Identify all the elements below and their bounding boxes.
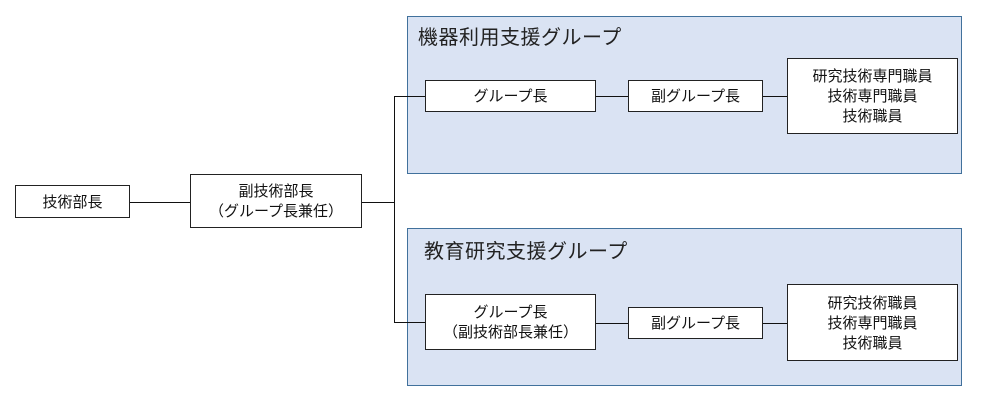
group-title-equipment-support: 機器利用支援グループ — [418, 25, 622, 49]
node-group2-leader-line2: （副技術部長兼任） — [442, 323, 578, 341]
node-deputy-line2: （グループ長兼任） — [208, 202, 344, 220]
node-group2-staff-3: 技術職員 — [842, 333, 903, 352]
node-group1-staff-1: 研究技術専門職員 — [812, 67, 933, 85]
node-group1-leader: グループ長 — [425, 80, 596, 112]
node-head: 技術部長 — [15, 185, 130, 218]
node-group1-sub-leader: 副グループ長 — [628, 80, 763, 112]
node-group2-staff-1: 研究技術職員 — [827, 293, 918, 312]
node-deputy: 副技術部長 （グループ長兼任） — [190, 174, 362, 228]
node-group1-staff-3: 技術職員 — [842, 107, 903, 125]
connector-trunk-to-group1-leader — [394, 96, 425, 97]
node-group1-staff-2: 技術専門職員 — [827, 87, 918, 105]
connector-group1-leader-to-sub — [596, 96, 628, 97]
node-group2-sub-leader-label: 副グループ長 — [650, 314, 741, 332]
connector-trunk-to-group2-leader — [394, 322, 425, 323]
connector-deputy-to-trunk — [362, 202, 394, 203]
node-head-label: 技術部長 — [42, 192, 103, 211]
node-deputy-line1: 副技術部長 — [238, 182, 314, 200]
connector-group2-sub-to-staff — [763, 323, 787, 324]
connector-group1-sub-to-staff — [763, 96, 787, 97]
node-group1-leader-line1: グループ長 — [473, 87, 548, 105]
connector-group2-leader-to-sub — [596, 323, 628, 324]
node-group2-staff: 研究技術職員 技術専門職員 技術職員 — [787, 284, 958, 361]
connector-trunk-vertical — [394, 96, 395, 322]
node-group2-leader-line1: グループ長 — [473, 303, 548, 321]
group-title-education-research-support: 教育研究支援グループ — [424, 239, 628, 263]
node-group2-staff-2: 技術専門職員 — [827, 313, 918, 332]
node-group1-staff: 研究技術専門職員 技術専門職員 技術職員 — [787, 58, 958, 134]
node-group2-sub-leader: 副グループ長 — [628, 307, 763, 339]
node-group1-sub-leader-label: 副グループ長 — [650, 87, 741, 105]
node-group2-leader: グループ長 （副技術部長兼任） — [425, 294, 596, 350]
connector-head-to-deputy — [130, 202, 190, 203]
